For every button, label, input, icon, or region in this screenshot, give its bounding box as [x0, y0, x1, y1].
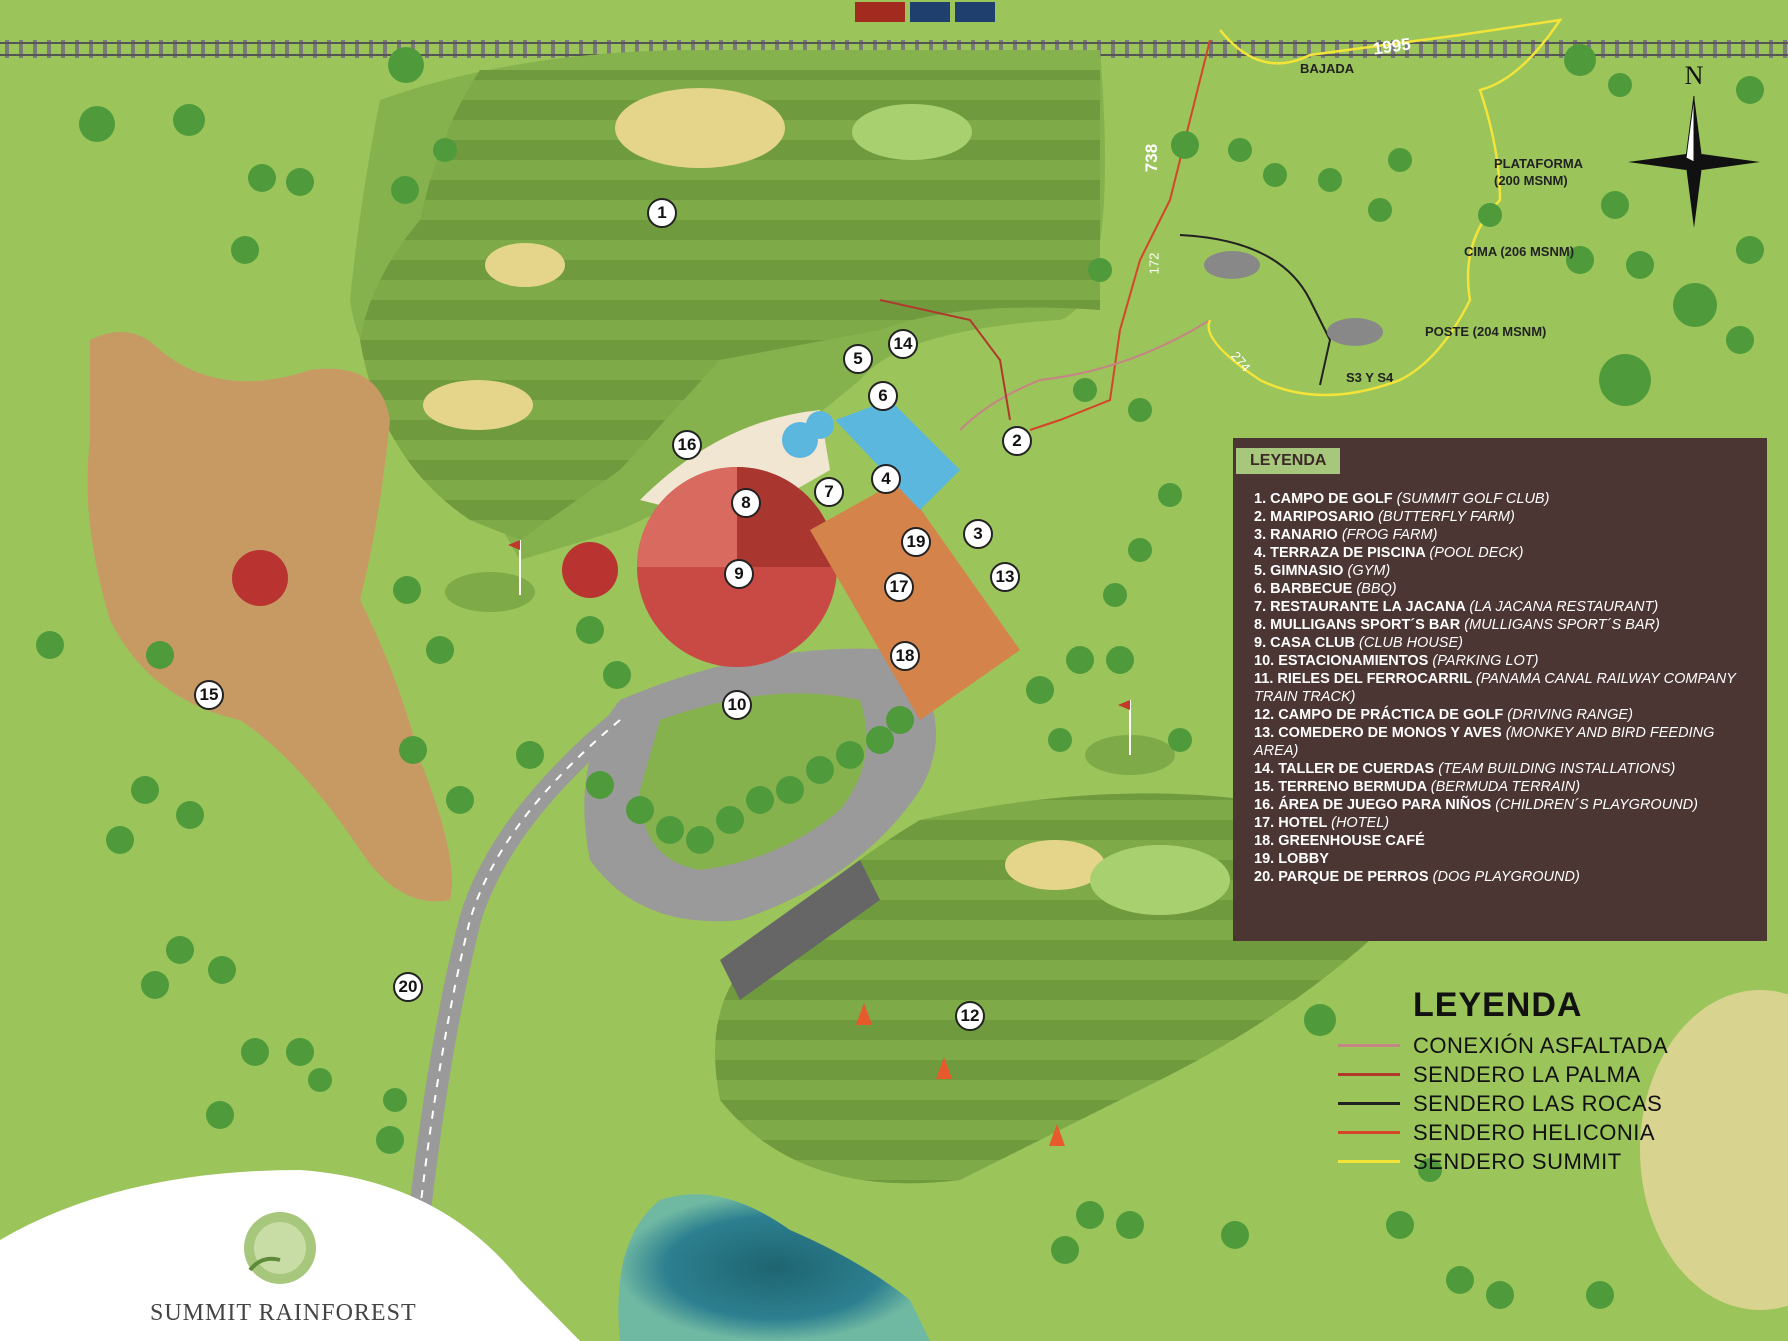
legend-item: 14. TALLER DE CUERDAS (TEAM BUILDING INS… — [1254, 761, 1676, 777]
legend-item: 15. TERRENO BERMUDA (BERMUDA TERRAIN) — [1254, 779, 1581, 795]
flag-icon — [1118, 700, 1131, 755]
legend-item: 5. GIMNASIO (GYM) — [1254, 563, 1391, 579]
legend-item: 1. CAMPO DE GOLF (SUMMIT GOLF CLUB) — [1254, 491, 1550, 507]
legend-title: LEYENDA — [1236, 448, 1341, 474]
marker-6[interactable]: 6 — [868, 381, 898, 411]
marker-10[interactable]: 10 — [722, 690, 752, 720]
club-buildings — [232, 400, 1020, 720]
legend-item: 11. RIELES DEL FERROCARRIL (PANAMA CANAL… — [1254, 671, 1736, 705]
trail-swatch — [1338, 1073, 1400, 1076]
trees — [36, 44, 1764, 1309]
marker-2[interactable]: 2 — [1002, 426, 1032, 456]
legend-item: 18. GREENHOUSE CAFÉ — [1254, 833, 1425, 849]
trail-legend: LEYENDA CONEXIÓN ASFALTADA SENDERO LA PA… — [1338, 986, 1758, 1176]
legend-item: 13. COMEDERO DE MONOS Y AVES (MONKEY AND… — [1254, 725, 1715, 759]
marker-7[interactable]: 7 — [814, 477, 844, 507]
marker-12[interactable]: 12 — [955, 1001, 985, 1031]
trail-number-172: 172 — [1146, 252, 1162, 275]
marker-16[interactable]: 16 — [672, 430, 702, 460]
trail-legend-row: SENDERO LAS ROCAS — [1338, 1089, 1758, 1118]
marker-5[interactable]: 5 — [843, 344, 873, 374]
trail-legend-row: SENDERO LA PALMA — [1338, 1060, 1758, 1089]
trail-legend-row: CONEXIÓN ASFALTADA — [1338, 1031, 1758, 1060]
marker-8[interactable]: 8 — [731, 488, 761, 518]
trail-legend-label: SENDERO LAS ROCAS — [1413, 1090, 1663, 1116]
logo-text: SUMMIT RAINFOREST — [150, 1300, 417, 1326]
railway-track — [0, 2, 1788, 58]
logo-area — [0, 1170, 580, 1341]
marker-18[interactable]: 18 — [890, 641, 920, 671]
legend-item: 19. LOBBY — [1254, 851, 1329, 867]
label-bajada: BAJADA — [1300, 61, 1355, 76]
trail-swatch — [1338, 1160, 1400, 1163]
marker-19[interactable]: 19 — [901, 527, 931, 557]
compass-icon: N — [1628, 61, 1760, 228]
trail-legend-row: SENDERO SUMMIT — [1338, 1147, 1758, 1176]
flag-icon — [508, 540, 521, 595]
label-plataforma: PLATAFORMA — [1494, 156, 1584, 171]
trail-number-738: 738 — [1142, 143, 1162, 173]
legend-item: 3. RANARIO (FROG FARM) — [1254, 527, 1438, 543]
trail-swatch — [1338, 1102, 1400, 1105]
trail-swatch — [1338, 1131, 1400, 1134]
legend-list: 1. CAMPO DE GOLF (SUMMIT GOLF CLUB) 2. M… — [1254, 490, 1754, 886]
marker-3[interactable]: 3 — [963, 519, 993, 549]
rocks-icon — [1204, 251, 1383, 346]
marker-13[interactable]: 13 — [990, 562, 1020, 592]
legend-item: 6. BARBECUE (BBQ) — [1254, 581, 1397, 597]
label-poste: POSTE (204 MSNM) — [1425, 324, 1547, 339]
marker-20[interactable]: 20 — [393, 972, 423, 1002]
marker-15[interactable]: 15 — [194, 680, 224, 710]
trail-legend-label: CONEXIÓN ASFALTADA — [1413, 1032, 1669, 1058]
marker-9[interactable]: 9 — [724, 559, 754, 589]
legend-item: 20. PARQUE DE PERROS (DOG PLAYGROUND) — [1254, 869, 1580, 885]
legend-item: 7. RESTAURANTE LA JACANA (LA JACANA REST… — [1254, 599, 1659, 615]
marker-4[interactable]: 4 — [871, 464, 901, 494]
trail-legend-label: SENDERO HELICONIA — [1413, 1119, 1655, 1145]
trail-legend-label: SENDERO LA PALMA — [1413, 1061, 1641, 1087]
summit-rainforest-logo-icon — [244, 1212, 316, 1284]
legend-item: 12. CAMPO DE PRÁCTICA DE GOLF (DRIVING R… — [1254, 707, 1633, 723]
label-cima: CIMA (206 MSNM) — [1464, 244, 1575, 259]
legend-panel — [1233, 438, 1767, 941]
trail-legend-title: LEYENDA — [1413, 986, 1583, 1024]
legend-item: 9. CASA CLUB (CLUB HOUSE) — [1254, 635, 1463, 651]
label-s3s4: S3 Y S4 — [1346, 370, 1394, 385]
striped-shelter — [720, 860, 880, 1000]
legend-item: 8. MULLIGANS SPORT´S BAR (MULLIGANS SPOR… — [1254, 617, 1660, 633]
marker-14[interactable]: 14 — [888, 329, 918, 359]
legend-item: 2. MARIPOSARIO (BUTTERFLY FARM) — [1254, 509, 1515, 525]
marker-17[interactable]: 17 — [884, 572, 914, 602]
trail-swatch — [1338, 1044, 1400, 1047]
label-plataforma-alt: (200 MSNM) — [1494, 173, 1568, 188]
trail-legend-row: SENDERO HELICONIA — [1338, 1118, 1758, 1147]
legend-item: 4. TERRAZA DE PISCINA (POOL DECK) — [1254, 545, 1524, 561]
train-icon — [855, 2, 995, 22]
cone-icon — [856, 1003, 1065, 1146]
legend-item: 10. ESTACIONAMIENTOS (PARKING LOT) — [1254, 653, 1539, 669]
legend-item: 16. ÁREA DE JUEGO PARA NIÑOS (CHILDREN´S… — [1254, 797, 1698, 813]
svg-text:N: N — [1685, 61, 1704, 90]
legend-item: 17. HOTEL (HOTEL) — [1254, 815, 1390, 831]
marker-1[interactable]: 1 — [647, 198, 677, 228]
trail-legend-label: SENDERO SUMMIT — [1413, 1148, 1622, 1174]
